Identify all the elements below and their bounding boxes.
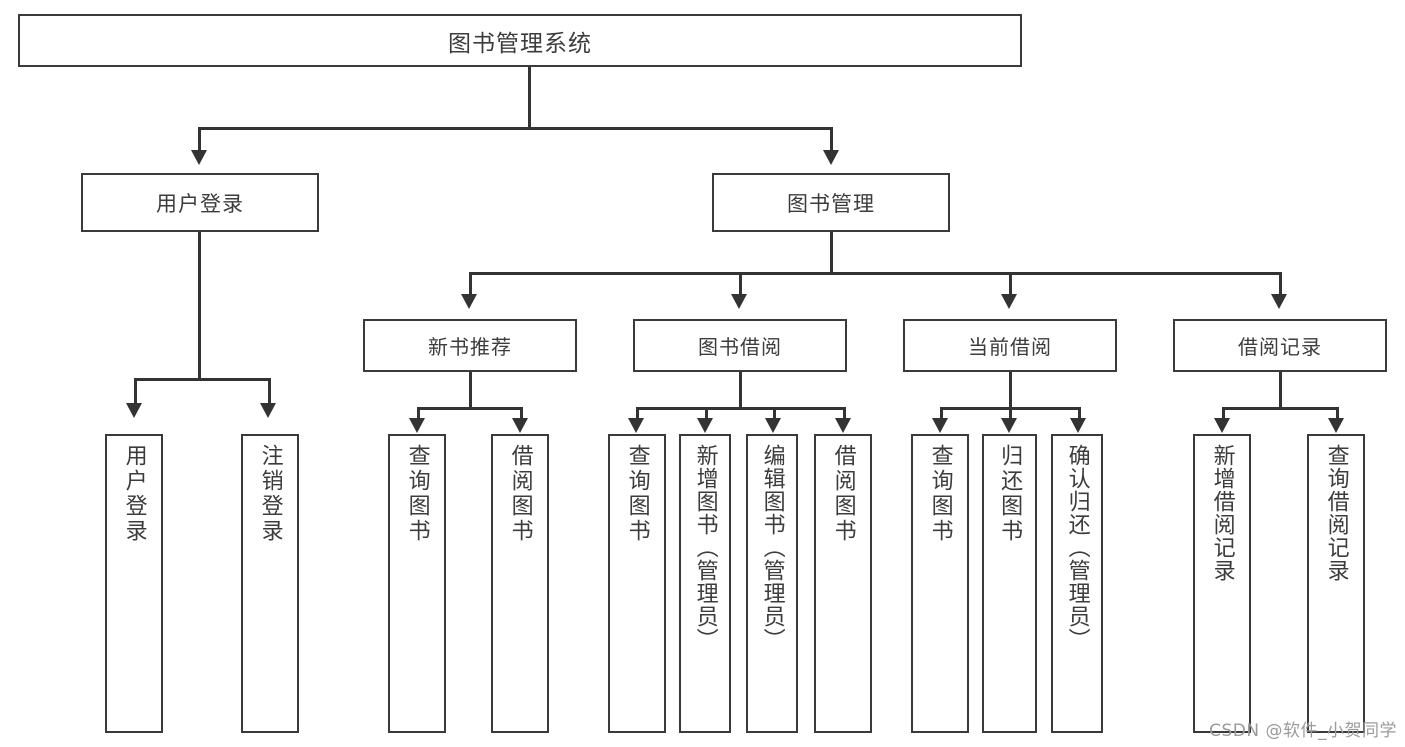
arrow-book-manage-to-current bbox=[1001, 294, 1017, 309]
leaf-label: 新增图书（管理员） bbox=[692, 444, 718, 651]
node-root-system[interactable]: 图书管理系统 bbox=[18, 14, 1022, 67]
edge-current-borrow-to-leaf-1 bbox=[940, 407, 943, 420]
leaf-user-login[interactable]: 用户登录 bbox=[105, 434, 163, 733]
edge-new-book-stem bbox=[469, 372, 472, 407]
edge-user-login-to-leaf-2 bbox=[268, 378, 271, 405]
leaf-borrow-book-recommend[interactable]: 借阅图书 bbox=[491, 434, 549, 733]
leaf-label: 借阅图书 bbox=[507, 444, 533, 544]
edge-root-bus bbox=[198, 127, 831, 130]
leaf-label: 借阅图书 bbox=[830, 444, 856, 544]
node-current-borrow[interactable]: 当前借阅 bbox=[903, 319, 1117, 372]
edge-book-manage-to-current bbox=[1009, 272, 1012, 296]
leaf-label: 用户登录 bbox=[121, 444, 147, 544]
edge-user-login-stem bbox=[198, 232, 201, 378]
leaf-return-book[interactable]: 归还图书 bbox=[982, 434, 1037, 733]
node-user-login[interactable]: 用户登录 bbox=[81, 173, 319, 232]
edge-new-book-to-leaf-1 bbox=[417, 407, 420, 420]
edge-new-book-to-leaf-2 bbox=[520, 407, 523, 420]
leaf-label: 查询借阅记录 bbox=[1323, 444, 1349, 582]
edge-book-manage-bus bbox=[469, 272, 1281, 275]
leaf-label: 查询图书 bbox=[404, 444, 430, 544]
arrow-borrow-record-to-leaf-1 bbox=[1214, 418, 1230, 433]
leaf-borrow-book[interactable]: 借阅图书 bbox=[814, 434, 872, 733]
leaf-query-borrow-record[interactable]: 查询借阅记录 bbox=[1307, 434, 1365, 733]
edge-book-borrow-to-leaf-4 bbox=[843, 407, 846, 420]
node-label: 借阅记录 bbox=[1238, 335, 1322, 359]
arrow-current-borrow-to-leaf-3 bbox=[1070, 418, 1086, 433]
edge-current-borrow-to-leaf-2 bbox=[1009, 407, 1012, 420]
edge-borrow-record-bus bbox=[1222, 407, 1339, 410]
node-book-manage[interactable]: 图书管理 bbox=[712, 173, 950, 232]
arrow-new-book-to-leaf-1 bbox=[409, 418, 425, 433]
node-label: 当前借阅 bbox=[968, 335, 1052, 359]
leaf-query-book-recommend[interactable]: 查询图书 bbox=[388, 434, 446, 733]
node-label: 图书借阅 bbox=[698, 335, 782, 359]
leaf-query-book-borrow[interactable]: 查询图书 bbox=[608, 434, 666, 733]
node-label: 图书管理 bbox=[787, 191, 875, 216]
edge-root-to-book-manage bbox=[830, 127, 833, 152]
edge-user-login-bus bbox=[134, 378, 270, 381]
edge-borrow-record-to-leaf-1 bbox=[1222, 407, 1225, 420]
edge-book-borrow-to-leaf-3 bbox=[773, 407, 776, 420]
leaf-label: 确认归还（管理员） bbox=[1064, 444, 1090, 651]
edge-root-stem bbox=[528, 67, 531, 127]
edge-book-manage-stem bbox=[830, 232, 833, 272]
leaf-add-book-admin[interactable]: 新增图书（管理员） bbox=[679, 434, 731, 733]
arrow-book-borrow-to-leaf-2 bbox=[697, 418, 713, 433]
edge-book-borrow-stem bbox=[739, 372, 742, 407]
edge-current-borrow-to-leaf-3 bbox=[1078, 407, 1081, 420]
arrow-current-borrow-to-leaf-2 bbox=[1001, 418, 1017, 433]
edge-book-borrow-to-leaf-2 bbox=[705, 407, 708, 420]
leaf-edit-book-admin[interactable]: 编辑图书（管理员） bbox=[746, 434, 798, 733]
edge-book-manage-to-record bbox=[1279, 272, 1282, 296]
csdn-watermark: CSDN @软件_小贺同学 bbox=[1209, 721, 1397, 741]
leaf-confirm-return-admin[interactable]: 确认归还（管理员） bbox=[1051, 434, 1103, 733]
leaf-query-book-current[interactable]: 查询图书 bbox=[911, 434, 969, 733]
node-new-book-recommend[interactable]: 新书推荐 bbox=[363, 319, 577, 372]
node-label: 用户登录 bbox=[156, 191, 244, 216]
edge-book-manage-to-new-book bbox=[469, 272, 472, 296]
leaf-label: 归还图书 bbox=[997, 444, 1023, 544]
arrow-book-manage-to-new-book bbox=[461, 294, 477, 309]
edge-user-login-to-leaf-1 bbox=[134, 378, 137, 405]
edge-root-to-user-login bbox=[198, 127, 201, 152]
node-book-borrow[interactable]: 图书借阅 bbox=[633, 319, 847, 372]
leaf-label: 查询图书 bbox=[624, 444, 650, 544]
node-label: 图书管理系统 bbox=[448, 30, 592, 57]
node-label: 新书推荐 bbox=[428, 335, 512, 359]
arrow-book-borrow-to-leaf-1 bbox=[628, 418, 644, 433]
arrow-root-to-book-manage bbox=[823, 150, 839, 165]
leaf-label: 新增借阅记录 bbox=[1209, 444, 1235, 582]
arrow-current-borrow-to-leaf-1 bbox=[932, 418, 948, 433]
edge-current-borrow-stem bbox=[1009, 372, 1012, 407]
leaf-logout-login[interactable]: 注销登录 bbox=[241, 434, 299, 733]
arrow-book-manage-to-record bbox=[1271, 294, 1287, 309]
node-borrow-record[interactable]: 借阅记录 bbox=[1173, 319, 1387, 372]
edge-book-borrow-bus bbox=[636, 407, 846, 410]
arrow-user-login-to-leaf-1 bbox=[126, 403, 142, 418]
leaf-label: 注销登录 bbox=[257, 444, 283, 544]
edge-new-book-bus bbox=[417, 407, 523, 410]
edge-book-manage-to-borrow bbox=[739, 272, 742, 296]
leaf-add-borrow-record[interactable]: 新增借阅记录 bbox=[1193, 434, 1251, 733]
arrow-root-to-user-login bbox=[191, 150, 207, 165]
edge-borrow-record-to-leaf-2 bbox=[1336, 407, 1339, 420]
arrow-book-borrow-to-leaf-4 bbox=[835, 418, 851, 433]
edge-book-borrow-to-leaf-1 bbox=[636, 407, 639, 420]
arrow-borrow-record-to-leaf-2 bbox=[1328, 418, 1344, 433]
edge-borrow-record-stem bbox=[1279, 372, 1282, 407]
arrow-book-manage-to-borrow bbox=[731, 294, 747, 309]
arrow-new-book-to-leaf-2 bbox=[512, 418, 528, 433]
leaf-label: 编辑图书（管理员） bbox=[759, 444, 785, 651]
arrow-book-borrow-to-leaf-3 bbox=[765, 418, 781, 433]
arrow-user-login-to-leaf-2 bbox=[260, 403, 276, 418]
leaf-label: 查询图书 bbox=[927, 444, 953, 544]
